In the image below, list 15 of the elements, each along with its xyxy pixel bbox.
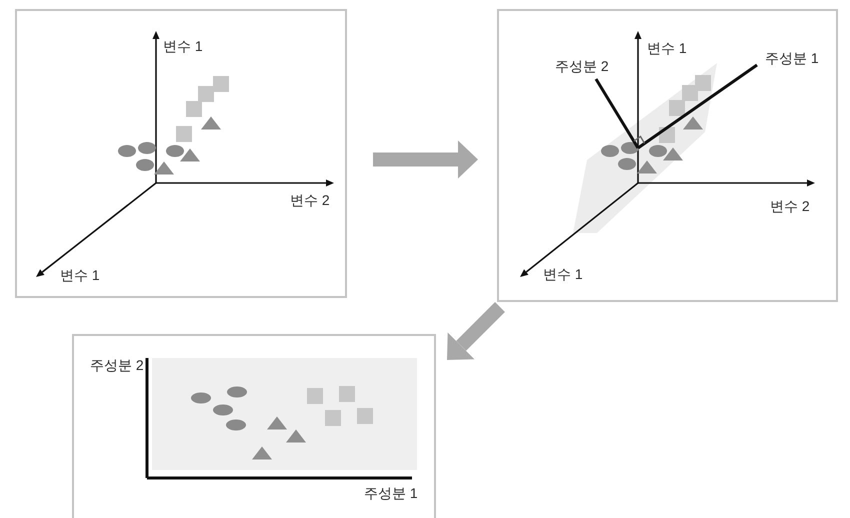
plot-panel	[15, 9, 347, 298]
axis-label: 변수 1	[647, 40, 687, 56]
axis-label: 변수 1	[543, 266, 583, 282]
axis-label: 주성분 1	[364, 485, 418, 501]
axis-label: 변수 2	[770, 198, 810, 214]
axis-label: 주성분 2	[90, 357, 144, 373]
plot-panel	[497, 9, 838, 302]
axis-label: 변수 1	[163, 38, 203, 54]
plot-panel	[72, 334, 436, 518]
axis-label: 주성분 1	[765, 50, 819, 66]
axis-label: 주성분 2	[555, 58, 609, 74]
block-arrow	[373, 140, 478, 178]
axis-label: 변수 1	[60, 267, 100, 283]
block-arrow	[447, 302, 505, 360]
axis-label: 변수 2	[290, 192, 330, 208]
